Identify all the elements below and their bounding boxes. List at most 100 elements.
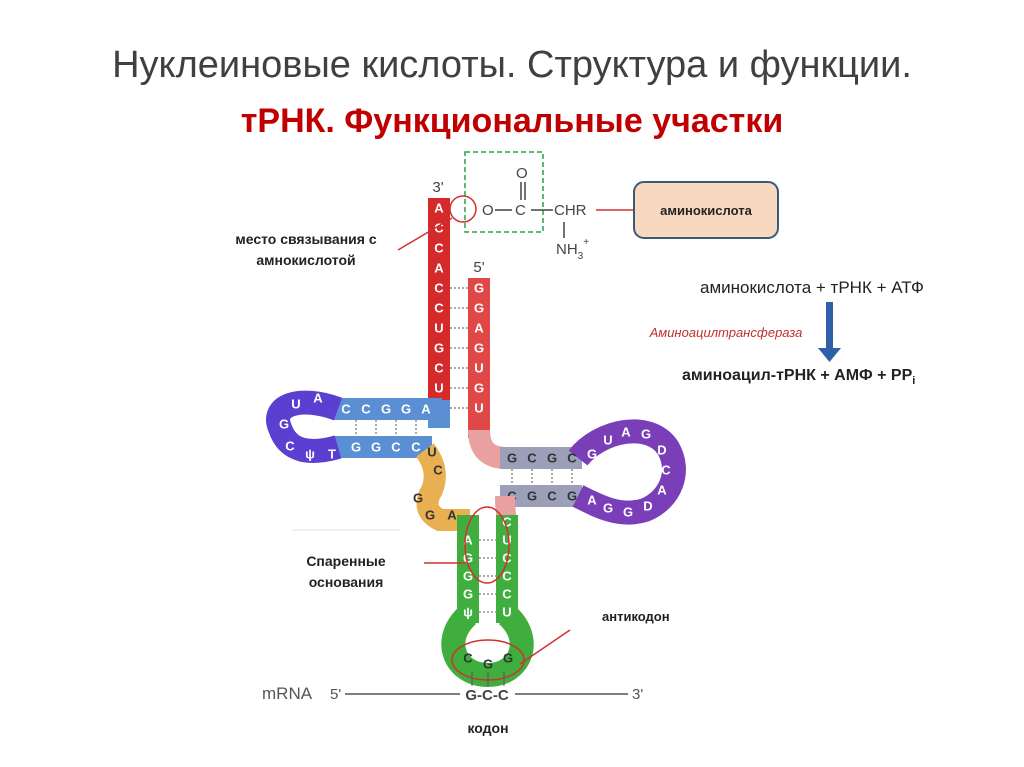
- nucleotide: U: [434, 321, 443, 336]
- nucleotide: G: [507, 451, 517, 466]
- slide-subtitle: тРНК. Функциональные участки: [240, 102, 784, 140]
- acceptor-5prime-strand: [468, 278, 490, 438]
- nucleotide: C: [502, 515, 512, 530]
- anticodon-stem-left: [457, 515, 479, 623]
- d-stem-bottom: [332, 436, 432, 458]
- nucleotide: A: [621, 425, 631, 440]
- nucleotide: U: [502, 605, 511, 620]
- binding-site-pointer: [397, 217, 453, 251]
- nucleotide: G: [463, 587, 473, 602]
- nucleotide: U: [427, 445, 436, 460]
- nucleotide: G: [401, 402, 411, 417]
- nucleotide: G: [474, 301, 484, 316]
- nucleotide: G: [547, 451, 557, 466]
- nucleotide: A: [434, 201, 444, 216]
- anticodon-base-pairs: [479, 539, 496, 613]
- prime3-label: 3': [432, 179, 443, 196]
- nucleotide: C: [434, 241, 444, 256]
- t-stem-top: [500, 447, 582, 469]
- nucleotide: A: [463, 533, 473, 548]
- nucleotide: G: [503, 651, 513, 666]
- nucleotide: A: [434, 261, 444, 276]
- nucleotide: A: [447, 508, 457, 523]
- nucleotide: C: [434, 281, 444, 296]
- binding-site-label-line1: место связывания с: [235, 231, 376, 247]
- mrna-label: mRNA: [262, 684, 313, 703]
- t-stem-bottom: [500, 485, 582, 507]
- nucleotide: D: [657, 443, 666, 458]
- chem-CHR: CHR: [554, 202, 587, 219]
- nucleotide: A: [657, 483, 667, 498]
- nucleotide: A: [587, 493, 597, 508]
- anticodon-pointer: [519, 629, 571, 665]
- nucleotide: U: [434, 381, 443, 396]
- nucleotide: C: [391, 440, 401, 455]
- chem-C: C: [515, 202, 526, 219]
- junction-connector: [415, 443, 470, 531]
- reaction-reactants: аминокислота + тРНК + АТФ: [700, 278, 924, 297]
- nucleotide: U: [502, 533, 511, 548]
- prime5-label: 5': [473, 259, 484, 276]
- acceptor-3prime-strand: [428, 198, 450, 408]
- nucleotide: C: [341, 402, 351, 417]
- nucleotide: U: [474, 401, 483, 416]
- nucleotide: G: [413, 491, 423, 506]
- anticodon-stem-right: [496, 515, 518, 623]
- codon-label: кодон: [467, 720, 508, 736]
- nucleotide: C: [567, 451, 577, 466]
- nucleotide: C: [434, 221, 444, 236]
- nucleotide: G: [463, 551, 473, 566]
- nucleotide: G: [371, 440, 381, 455]
- nucleotide: C: [547, 489, 557, 504]
- chem-O-ester: O: [482, 202, 494, 219]
- nucleotide: C: [661, 463, 671, 478]
- reaction-enzyme: Аминоацилтрансфераза: [649, 325, 803, 340]
- mrna-5prime: 5': [330, 686, 341, 703]
- d-loop: [266, 390, 343, 463]
- d-stem-top: [332, 398, 442, 420]
- nucleotide: G: [567, 489, 577, 504]
- nucleotide: G: [474, 381, 484, 396]
- nucleotide: C: [361, 402, 371, 417]
- reaction-arrow-shaft: [826, 302, 833, 350]
- nucleotide: G: [425, 508, 435, 523]
- slide-title: Нуклеиновые кислоты. Структура и функции…: [112, 44, 912, 86]
- binding-site-label-line2: амнокислотой: [256, 252, 355, 268]
- chem-NH3: NH3+: [556, 237, 589, 262]
- nucleotide: A: [313, 391, 323, 406]
- nucleotide: ψ: [305, 447, 315, 462]
- anticodon-label: антикодон: [602, 609, 670, 624]
- nucleotide: A: [421, 402, 431, 417]
- nucleotide: ψ: [463, 605, 473, 620]
- nucleotide: C: [285, 439, 295, 454]
- d-base-pairs: [355, 420, 417, 436]
- acceptor-base-pairs: [450, 287, 468, 409]
- nucleotide: G: [623, 505, 633, 520]
- carboxyl-group-box: [464, 151, 544, 233]
- chem-O-carbonyl: O: [516, 165, 528, 182]
- nucleotide: C: [463, 651, 473, 666]
- nucleotide: G: [603, 501, 613, 516]
- nucleotide: C: [527, 451, 537, 466]
- nucleotide: G: [474, 341, 484, 356]
- t-base-pairs: [511, 469, 573, 485]
- nucleotide: G: [381, 402, 391, 417]
- t-loop: [568, 419, 686, 525]
- reaction-products: аминоацил-тРНК + АМФ + PPi: [682, 367, 915, 387]
- nucleotide: C: [433, 463, 443, 478]
- paired-bases-label-line1: Спаренные: [306, 553, 386, 569]
- mrna-3prime: 3': [632, 686, 643, 703]
- nucleotide: C: [502, 569, 512, 584]
- nucleotide: C: [434, 361, 444, 376]
- nucleotide: G: [463, 569, 473, 584]
